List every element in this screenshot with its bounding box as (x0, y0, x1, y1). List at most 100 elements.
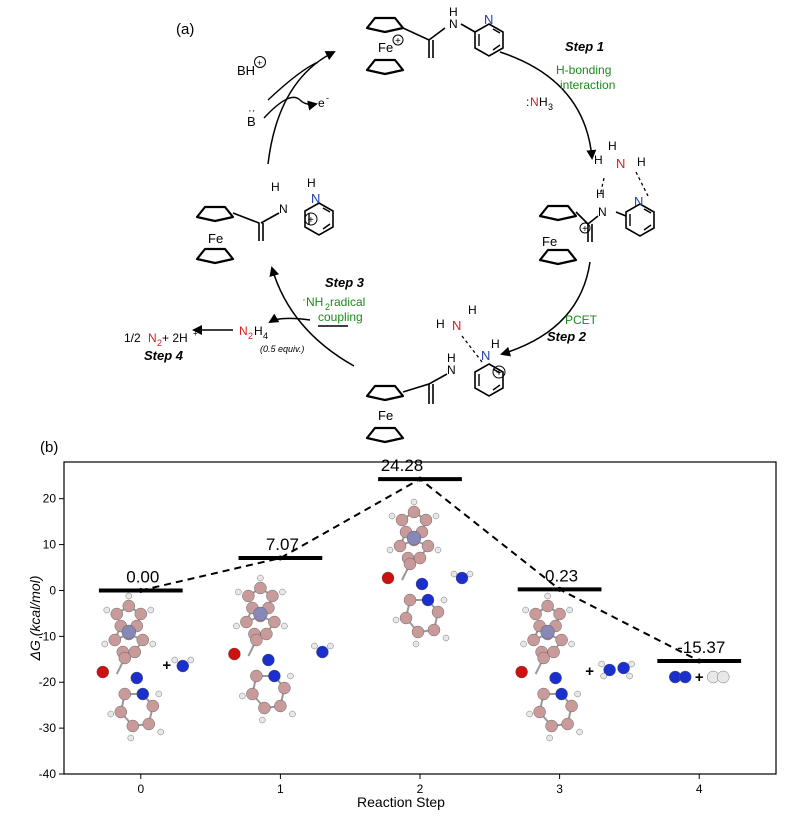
step1-desc-2: interaction (560, 78, 615, 92)
carbon-atom (553, 607, 566, 621)
hydrogen-atom (107, 710, 114, 718)
carbon-atom (278, 681, 291, 695)
hydrogen-atom (568, 640, 575, 648)
energy-value-label-2: 24.28 (381, 456, 424, 475)
products-pre: 1/2 (124, 331, 141, 345)
svg-text:N: N (311, 191, 320, 206)
step3-desc-2: coupling (318, 310, 363, 324)
nitrogen-atom (549, 671, 562, 685)
nh3-n: N (530, 95, 539, 109)
nitrogen-atom (316, 645, 329, 659)
hydrogen-atom (626, 672, 633, 680)
fe-charge-top: + (395, 36, 401, 47)
carbon-atom (246, 687, 259, 701)
nitrogen-atom (130, 671, 143, 685)
step3-label: Step 3 (325, 275, 365, 290)
fe-label-bottom: Fe (378, 408, 393, 423)
iron-atom (121, 624, 136, 640)
hydrogen-atom (600, 672, 607, 680)
energy-point-4 (696, 658, 702, 664)
panel-a-label: (a) (176, 21, 194, 38)
hydrogen-atom (434, 546, 442, 554)
step2-pcet: PCET (565, 313, 598, 327)
carbon-atom (250, 633, 263, 647)
hydrogen-atom (125, 592, 132, 600)
svg-text:H: H (596, 187, 605, 201)
fe-label-right: Fe (542, 234, 557, 249)
svg-text:N: N (452, 318, 461, 333)
hydrogen-atom (628, 660, 635, 668)
arrow-regen (267, 51, 336, 165)
energy-point-0 (138, 587, 144, 593)
hydrogen-atom (442, 634, 450, 642)
oxygen-atom (228, 647, 241, 661)
carbon-atom (108, 633, 121, 647)
carbon-atom (274, 699, 287, 713)
plus-sign: + (695, 669, 704, 686)
step3-desc-1b: 2 (325, 302, 330, 312)
hydrogen-atom (311, 642, 318, 650)
panel-a: (a) Fe + N H N Fe + N H N (124, 5, 655, 444)
oxygen-atom (96, 665, 109, 679)
energy-value-label-0: 0.00 (126, 567, 159, 586)
carbon-atom (258, 701, 271, 715)
carbon-atom (419, 513, 433, 527)
svg-text:+: + (582, 224, 588, 235)
energy-point-1 (277, 555, 283, 561)
nitrogen-atom (136, 687, 149, 701)
nh3-h: H (539, 95, 548, 109)
ferrocene-left: Fe N H N H + (195, 176, 334, 265)
carbon-atom (126, 719, 139, 733)
products-post: + 2H (162, 331, 188, 345)
hydrogen-atom (233, 622, 240, 630)
carbon-atom (561, 717, 574, 731)
carbon-atom (537, 687, 550, 701)
step3-desc-1: NH (306, 295, 323, 309)
step3-desc-1c: radical (330, 295, 365, 309)
nitrogen-atom (603, 663, 616, 677)
carbon-atom (136, 633, 149, 647)
svg-text:N: N (634, 194, 643, 209)
svg-text:N: N (481, 348, 490, 363)
carbon-atom (250, 669, 263, 683)
hydrogen-atom (287, 672, 294, 680)
molecule-illustrations: +++ (96, 498, 730, 742)
step4-label: Step 4 (144, 348, 184, 363)
carbon-atom (411, 625, 425, 639)
carbon-atom (529, 607, 542, 621)
svg-text:H: H (447, 351, 456, 365)
carbon-atom (541, 599, 554, 613)
nitrogen-atom (455, 571, 469, 585)
nh3-bound: H H N H (594, 139, 649, 197)
svg-text:N: N (598, 205, 607, 219)
pyridine-n-top: N (484, 12, 493, 27)
products-sup: + (193, 329, 198, 338)
y-axis-label: ΔG (kcal/mol) (27, 576, 43, 662)
x-tick-label: 3 (556, 782, 563, 796)
hydrogen-atom (440, 596, 448, 604)
y-tick-label: -40 (39, 767, 57, 781)
n2h4-n: N (239, 324, 248, 338)
carbon-atom (393, 539, 407, 553)
svg-text:H: H (307, 176, 316, 190)
step1-desc-1: H-bonding (556, 63, 611, 77)
carbon-atom (421, 539, 435, 553)
y-tick-label: 10 (43, 538, 57, 552)
carbon-atom (134, 607, 147, 621)
hydrogen-atom (187, 656, 194, 664)
step1-label: Step 1 (565, 39, 604, 54)
hydrogen-atom (410, 498, 418, 506)
svg-text:H: H (594, 153, 603, 167)
energy-value-label-1: 7.07 (266, 535, 299, 554)
energy-value-label-3: 0.23 (545, 566, 578, 585)
svg-text::: : (526, 95, 529, 109)
svg-text:H: H (491, 337, 500, 351)
energy-point-3 (557, 586, 563, 592)
hydrogen-atom (520, 640, 527, 648)
carbon-atom (268, 615, 281, 629)
nh3-sub: 3 (548, 102, 553, 112)
carbon-atom (403, 557, 417, 571)
hydrogen-atom (566, 606, 573, 614)
